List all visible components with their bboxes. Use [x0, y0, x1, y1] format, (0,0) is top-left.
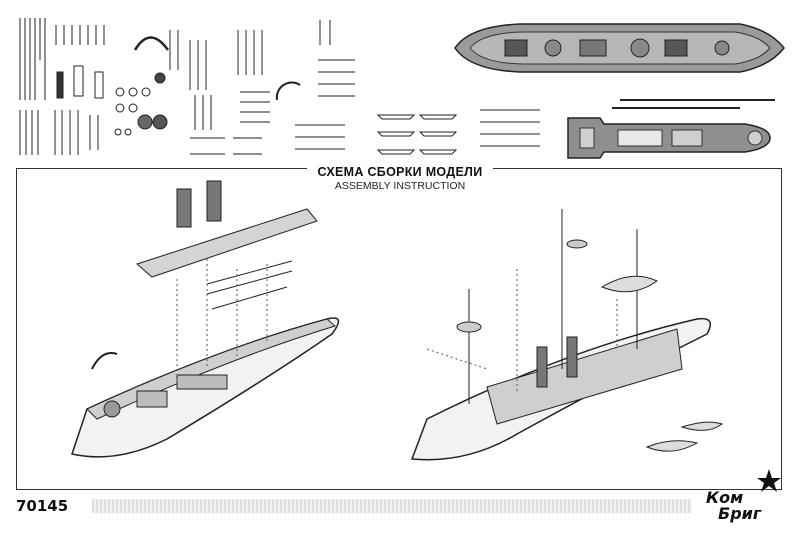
hull-top-view-icon [454, 23, 785, 109]
title-russian: СХЕМА СБОРКИ МОДЕЛИ [317, 165, 483, 179]
title-background [307, 164, 493, 194]
deck-top-view-icon [567, 117, 771, 159]
logo-text-line2: Бриг [718, 504, 762, 523]
exploded-ship-icon [71, 180, 724, 461]
title-english: ASSEMBLY INSTRUCTION [334, 180, 466, 192]
star-icon [757, 469, 781, 492]
brand-logo: Ком Бриг [700, 466, 786, 530]
parts-sprue-icon [19, 18, 540, 155]
parts-layout [0, 0, 800, 168]
assembly-panel [16, 168, 782, 490]
footer-strip [92, 499, 692, 513]
logo-text-line1: Ком [706, 488, 744, 507]
model-number: 70145 [16, 497, 69, 515]
